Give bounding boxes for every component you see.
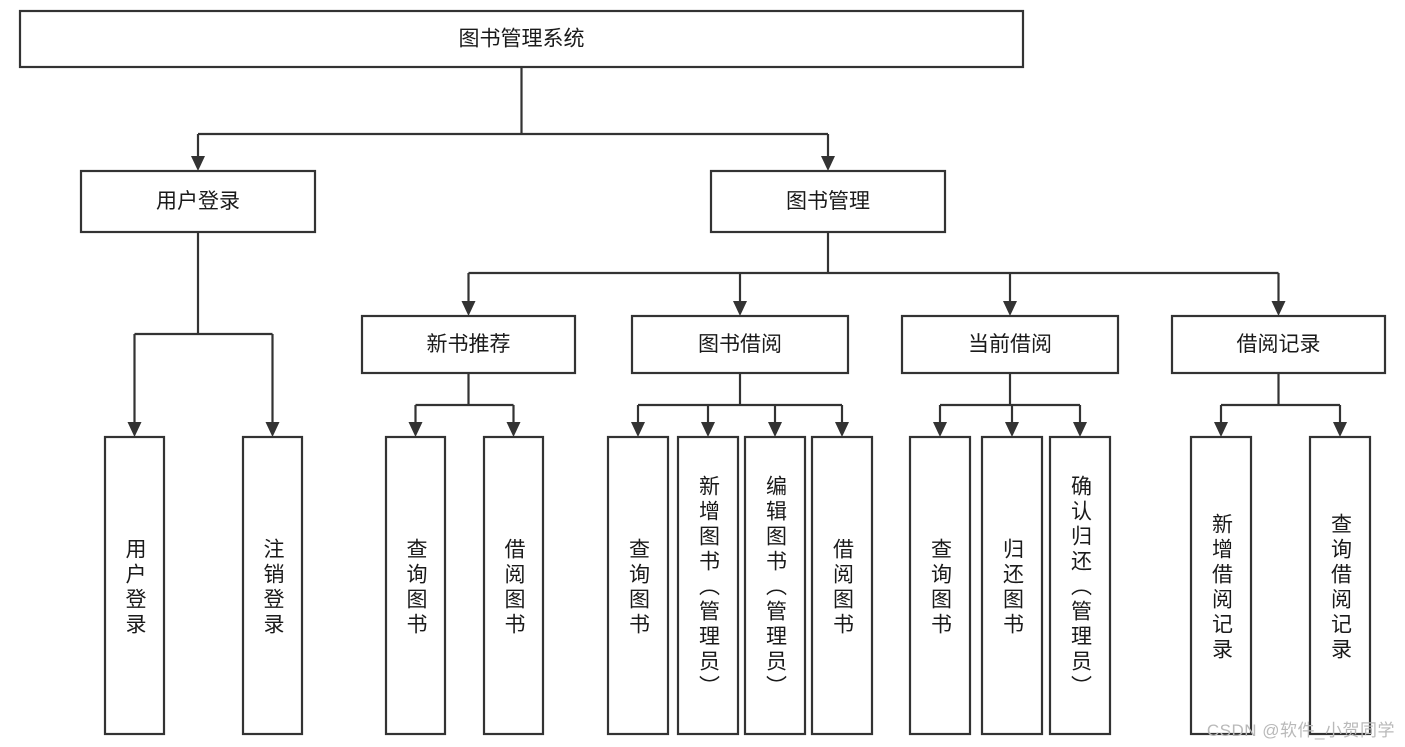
leaf-leaf-query-book-2[interactable] [606, 435, 670, 736]
current-borrow-to-leaves-branch-0-arrowhead [933, 422, 947, 437]
leaf-leaf-confirm-return[interactable] [1048, 435, 1112, 736]
current-borrow-to-leaves-branch-1-arrowhead [1005, 422, 1019, 437]
book-manage-to-groups-branch-0-arrowhead [461, 301, 476, 316]
node-root[interactable] [18, 9, 1025, 69]
node-borrow-record-rect [1170, 314, 1387, 375]
current-borrow-to-leaves-branch-2-arrowhead [1073, 422, 1087, 437]
borrow-record-to-leaves-branch-0-arrowhead [1214, 422, 1228, 437]
leaf-leaf-query-record[interactable] [1308, 435, 1372, 736]
leaf-leaf-query-book-1-rect [384, 435, 447, 736]
leaf-leaf-query-book-1[interactable] [384, 435, 447, 736]
node-current-borrow-label: 当前借阅 [968, 333, 1052, 356]
book-borrow-to-leaves-branch-3-arrowhead [835, 422, 849, 437]
new-book-recommend-to-leaves-branch-1-arrowhead [506, 422, 521, 437]
leaf-leaf-borrow-book-1[interactable] [482, 435, 545, 736]
leaf-leaf-query-book-3-rect [908, 435, 972, 736]
node-current-borrow[interactable] [900, 314, 1120, 375]
node-new-book-recommend[interactable] [360, 314, 577, 375]
book-manage-to-groups-branch-1-arrowhead [733, 301, 747, 316]
node-new-book-recommend-label: 新书推荐 [427, 333, 511, 356]
node-book-borrow-label: 图书借阅 [698, 333, 782, 356]
book-manage-to-groups-branch-2-arrowhead [1003, 301, 1017, 316]
leaf-leaf-logout-rect [241, 435, 304, 736]
borrow-record-to-leaves-branch-1-arrowhead [1333, 422, 1347, 437]
leaf-leaf-query-record-rect [1308, 435, 1372, 736]
node-user-login-rect [79, 169, 317, 234]
leaf-leaf-return-book[interactable] [980, 435, 1044, 736]
node-user-login[interactable] [79, 169, 317, 234]
book-manage-to-groups-branch-3-arrowhead [1271, 301, 1286, 316]
leaf-leaf-borrow-book-2-rect [810, 435, 874, 736]
node-book-manage-label: 图书管理 [786, 190, 870, 213]
node-book-manage[interactable] [709, 169, 947, 234]
leaf-leaf-confirm-return-rect [1048, 435, 1112, 736]
leaf-leaf-edit-book-rect [743, 435, 807, 736]
leaf-leaf-borrow-book-1-rect [482, 435, 545, 736]
node-user-login-label: 用户登录 [156, 190, 240, 213]
leaf-leaf-query-book-3[interactable] [908, 435, 972, 736]
user-login-to-leaves-branch-0-arrowhead [127, 422, 142, 437]
root-to-level2-branch-1-arrowhead [821, 156, 835, 171]
node-root-label: 图书管理系统 [459, 28, 585, 51]
leaf-leaf-borrow-book-2[interactable] [810, 435, 874, 736]
node-book-borrow-rect [630, 314, 850, 375]
new-book-recommend-to-leaves-branch-0-arrowhead [408, 422, 423, 437]
leaf-leaf-add-book[interactable] [676, 435, 740, 736]
node-book-manage-rect [709, 169, 947, 234]
leaf-leaf-add-record[interactable] [1189, 435, 1253, 736]
leaf-leaf-logout[interactable] [241, 435, 304, 736]
node-root-rect [18, 9, 1025, 69]
root-to-level2-branch-0-arrowhead [191, 156, 205, 171]
leaf-leaf-add-book-rect [676, 435, 740, 736]
leaf-leaf-user-login-rect [103, 435, 166, 736]
node-borrow-record[interactable] [1170, 314, 1387, 375]
leaf-leaf-query-book-2-rect [606, 435, 670, 736]
book-borrow-to-leaves-branch-0-arrowhead [631, 422, 645, 437]
node-new-book-recommend-rect [360, 314, 577, 375]
user-login-to-leaves-branch-1-arrowhead [265, 422, 280, 437]
node-borrow-record-label: 借阅记录 [1237, 333, 1321, 356]
leaf-leaf-return-book-rect [980, 435, 1044, 736]
node-current-borrow-rect [900, 314, 1120, 375]
connector-lines-layer [127, 67, 1347, 437]
node-book-borrow[interactable] [630, 314, 850, 375]
book-borrow-to-leaves-branch-1-arrowhead [701, 422, 715, 437]
leaf-leaf-edit-book[interactable] [743, 435, 807, 736]
book-borrow-to-leaves-branch-2-arrowhead [768, 422, 782, 437]
leaf-leaf-add-record-rect [1189, 435, 1253, 736]
leaf-leaf-user-login[interactable] [103, 435, 166, 736]
